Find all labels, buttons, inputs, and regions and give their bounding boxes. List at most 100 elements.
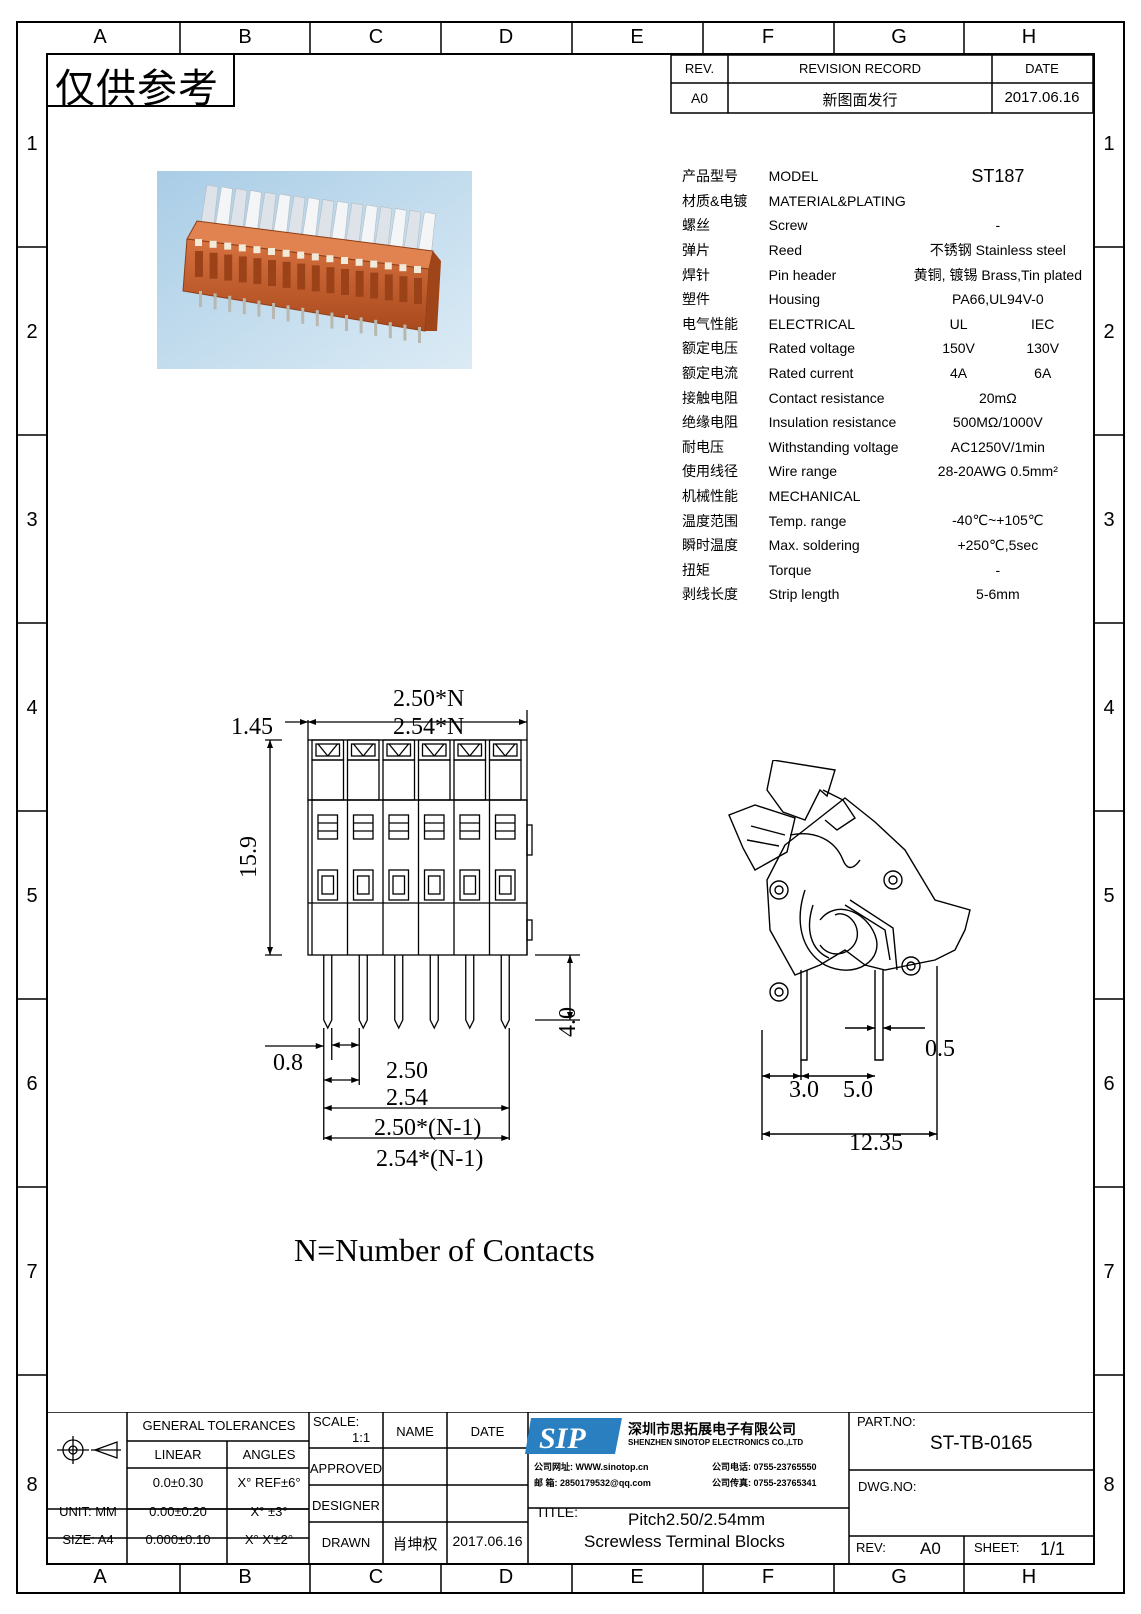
- company-website: 公司网址: WWW.sinotop.cn: [534, 1462, 649, 1472]
- title-label: TITLE:: [536, 1504, 579, 1520]
- spec-value-1: 150V: [942, 340, 975, 357]
- company-name-en: SHENZHEN SINOTOP ELECTRONICS CO.,LTD: [628, 1438, 804, 1447]
- spec-en-label: Contact resistance: [768, 389, 885, 406]
- zone-col-b: B: [238, 26, 252, 48]
- zone-row-4: 4: [26, 697, 38, 719]
- sheet-label: SHEET:: [974, 1540, 1020, 1555]
- zone-col-a: A: [93, 26, 107, 48]
- spec-value-2: IEC: [1031, 315, 1055, 332]
- spec-cn-label: 剥线长度: [682, 586, 738, 603]
- zone-col-d-bottom: D: [498, 1566, 514, 1588]
- spec-cn-label: 产品型号: [682, 168, 738, 185]
- contacts-note: N=Number of Contacts: [294, 1232, 595, 1268]
- general-tolerances-label: GENERAL TOLERANCES: [142, 1418, 296, 1433]
- spec-value-1: -40℃~+105℃: [952, 512, 1044, 529]
- spec-value-2: 130V: [1026, 340, 1060, 357]
- dim-pitch-b: 2.54: [386, 1085, 428, 1111]
- zone-col-c: C: [368, 26, 384, 48]
- projection-symbol-icon: [57, 1436, 121, 1464]
- zone-col-f: F: [761, 26, 775, 48]
- spec-cn-label: 瞬时温度: [682, 537, 738, 554]
- tol-linear-1: 0.0±0.30: [152, 1475, 204, 1490]
- part-no-label: PART.NO:: [857, 1414, 916, 1429]
- spec-cn-label: 使用线径: [682, 463, 738, 480]
- dim-side-pin: 0.5: [925, 1036, 955, 1062]
- spec-cn-label: 温度范围: [682, 512, 738, 529]
- tol-angle-2: X° ±3°: [250, 1504, 288, 1519]
- dim-top-pitch-a: 2.50*N: [393, 686, 465, 712]
- zone-col-g-bottom: G: [891, 1566, 907, 1588]
- revision-record-value: 新图面发行: [822, 92, 898, 109]
- rev-value-block: A0: [920, 1539, 941, 1558]
- dim-side-total: 12.35: [849, 1130, 903, 1156]
- spec-row: 机械性能 MECHANICAL: [682, 484, 1082, 509]
- zone-row-2-right: 2: [1103, 321, 1115, 343]
- spec-value-1: 黄铜, 镀锡 Brass,Tin plated: [913, 266, 1082, 283]
- dim-span-a: 2.50*(N-1): [374, 1115, 482, 1141]
- zone-row-1: 1: [26, 133, 38, 155]
- spec-en-label: MODEL: [768, 168, 819, 185]
- spec-row: 接触电阻 Contact resistance 20mΩ: [682, 385, 1082, 410]
- part-no-value: ST-TB-0165: [930, 1433, 1033, 1454]
- revision-date-value: 2017.06.16: [1004, 89, 1080, 106]
- tol-angle-1: X° REF±6°: [237, 1475, 301, 1490]
- spec-cn-label: 接触电阻: [682, 389, 738, 406]
- revision-date-header: DATE: [1025, 61, 1059, 76]
- unit-label: UNIT: MM: [59, 1504, 117, 1519]
- company-fax: 公司传真: 0755-23765341: [712, 1478, 817, 1488]
- sheet-value: 1/1: [1040, 1539, 1066, 1559]
- spec-value-1: 20mΩ: [978, 389, 1017, 406]
- spec-value-1: -: [995, 561, 1001, 578]
- front-view-drawing: [265, 710, 580, 1141]
- approved-label: APPROVED: [309, 1461, 383, 1476]
- rev-value: A0: [690, 90, 709, 106]
- zone-row-7-right: 7: [1103, 1261, 1115, 1283]
- spec-en-label: Withstanding voltage: [768, 438, 899, 455]
- dim-side-a: 3.0: [789, 1077, 819, 1103]
- zone-col-d: D: [498, 26, 514, 48]
- dim-pin-width: 0.8: [273, 1050, 303, 1076]
- spec-cn-label: 螺丝: [682, 217, 710, 234]
- zone-row-3: 3: [26, 509, 38, 531]
- spec-cn-label: 塑件: [682, 291, 710, 308]
- zone-row-2: 2: [26, 321, 38, 343]
- zone-col-g: G: [891, 26, 907, 48]
- dim-pitch-a: 2.50: [386, 1058, 428, 1084]
- spec-value-1: 4A: [949, 365, 968, 382]
- revision-record-header: REVISION RECORD: [798, 61, 922, 76]
- size-label: SIZE: A4: [62, 1532, 114, 1547]
- dim-span-b: 2.54*(N-1): [376, 1146, 484, 1172]
- spec-en-label: Reed: [768, 242, 803, 259]
- spec-en-label: Wire range: [768, 463, 838, 480]
- spec-en-label: MATERIAL&PLATING: [768, 192, 906, 209]
- zone-row-1-right: 1: [1103, 133, 1115, 155]
- spec-value-1: 500MΩ/1000V: [952, 414, 1043, 431]
- dim-left-offset: 1.45: [231, 714, 273, 740]
- spec-cn-label: 绝缘电阻: [682, 414, 738, 431]
- spec-cn-label: 额定电压: [682, 340, 738, 357]
- spec-cn-label: 材质&电镀: [682, 192, 748, 209]
- designer-label: DESIGNER: [312, 1498, 380, 1513]
- spec-cn-label: 电气性能: [682, 315, 738, 332]
- spec-cn-label: 机械性能: [682, 488, 738, 505]
- dim-side-b: 5.0: [843, 1077, 873, 1103]
- tol-linear-3: 0.000±0.10: [145, 1532, 211, 1547]
- spec-value-1: 不锈钢 Stainless steel: [929, 242, 1066, 259]
- rev-header: REV.: [684, 61, 715, 76]
- spec-en-label: Screw: [768, 217, 808, 234]
- drawn-date: 2017.06.16: [452, 1533, 523, 1549]
- zone-row-5-right: 5: [1103, 885, 1115, 907]
- spec-cn-label: 扭矩: [682, 561, 710, 578]
- side-view-drawing: [728, 760, 971, 1140]
- zone-col-b-bottom: B: [238, 1566, 252, 1588]
- spec-en-label: MECHANICAL: [768, 488, 861, 505]
